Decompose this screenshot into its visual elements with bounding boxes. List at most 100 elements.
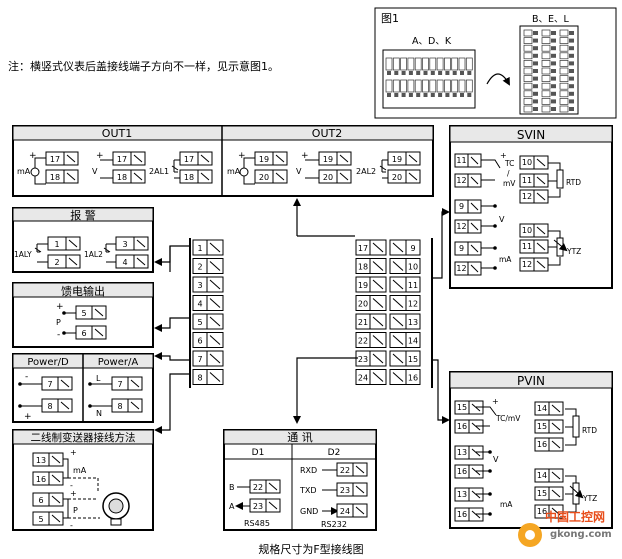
vertical-terminal-block: [523, 29, 574, 113]
svg-text:18: 18: [184, 173, 194, 182]
transmitter-device-icon: [102, 492, 130, 526]
out2-v-wiring: V + 19 20: [296, 151, 352, 184]
svin-terminal: 12: [519, 189, 549, 204]
svg-text:+: +: [56, 302, 64, 312]
svg-text:7: 7: [117, 380, 122, 389]
svg-text:19: 19: [259, 155, 269, 164]
svg-text:23: 23: [340, 486, 350, 495]
svg-text:/: /: [507, 169, 510, 178]
center-right-terminal-b: 15: [389, 350, 421, 367]
svg-text:7: 7: [47, 380, 52, 389]
svg-text:-: -: [25, 372, 28, 382]
svg-text:-: -: [70, 481, 73, 490]
terminal-number: 8: [197, 374, 202, 383]
svin-terminal: 11: [519, 239, 549, 254]
feed-p-label: P: [56, 318, 61, 327]
pvin-rtd-label: RTD: [582, 426, 597, 435]
out2-v-label: V: [296, 167, 302, 176]
pvin-terminal: 14: [534, 401, 564, 416]
svin-terminal: 9: [454, 241, 482, 256]
center-left-terminal: 8: [192, 369, 224, 385]
comm-a-label: A: [229, 502, 235, 511]
terminal-number: 11: [408, 281, 418, 290]
out1-ma-label: mA: [17, 167, 31, 176]
out2-relay-wiring: 2AL2 19 20: [356, 151, 421, 184]
center-right-terminal-a: 21: [355, 313, 387, 330]
terminal-number: 14: [537, 404, 547, 413]
figure-1-label: 图1: [381, 12, 399, 25]
transmitter-terminals: 13 16 6 5: [32, 452, 64, 526]
terminal-number: 12: [456, 176, 466, 185]
terminal-number: 24: [358, 374, 368, 383]
out2-ma-label: mA: [227, 167, 241, 176]
terminal-number: 21: [358, 318, 368, 327]
svg-text:19: 19: [323, 155, 333, 164]
svg-text:1: 1: [54, 240, 59, 249]
terminal-number: 16: [457, 467, 467, 476]
terminal-number: 9: [459, 244, 464, 253]
group-b-label: B、E、L: [532, 14, 570, 25]
terminal-number: 4: [197, 300, 202, 309]
svin-terminal: 12: [519, 257, 549, 272]
comm-gnd-label: GND: [300, 507, 318, 516]
terminal-number: 14: [408, 337, 418, 346]
svg-text:-: -: [70, 521, 73, 530]
terminal-number: 7: [197, 355, 202, 364]
terminal-number: 15: [537, 489, 547, 498]
out2-title: OUT2: [312, 127, 342, 140]
svg-text:3: 3: [122, 240, 127, 249]
connection-lines: [154, 198, 450, 434]
terminal-number: 5: [197, 318, 202, 327]
terminal-number: 9: [410, 244, 415, 253]
out1-title: OUT1: [102, 127, 132, 140]
svg-text:17: 17: [117, 155, 127, 164]
svg-text:8: 8: [117, 402, 122, 411]
terminal-number: 15: [537, 422, 547, 431]
pvin-ytz-label: YTZ: [582, 494, 597, 503]
center-right-terminal-a: 18: [355, 258, 387, 274]
svg-text:16: 16: [36, 475, 46, 484]
center-left-terminal: 7: [192, 350, 224, 367]
svin-terminal: 10: [519, 155, 549, 170]
center-left-terminal: 5: [192, 313, 224, 330]
center-left-terminal: 2: [192, 258, 224, 274]
terminal-number: 13: [457, 448, 467, 457]
svg-text:5: 5: [81, 309, 86, 318]
center-right-terminal-a: 23: [355, 350, 387, 367]
svg-text:4: 4: [122, 258, 127, 267]
svg-text:+: +: [70, 448, 77, 457]
pvin-terminal: 16: [534, 437, 564, 452]
svg-text:+: +: [301, 151, 309, 161]
pvin-terminal: 14: [534, 468, 564, 483]
out1-relay-wiring: 2AL1 17 18: [149, 151, 213, 184]
svin-terminal: 12: [454, 173, 482, 188]
center-right-terminal-b: 11: [389, 276, 421, 293]
center-right-terminal-b: 10: [389, 258, 421, 274]
terminal-number: 2: [197, 263, 202, 272]
terminal-number: 22: [358, 337, 368, 346]
transmitter-ma-label: mA: [73, 466, 87, 475]
svg-text:19: 19: [392, 155, 402, 164]
pvin-v-label: V: [493, 455, 499, 464]
center-right-terminal-b: 14: [389, 332, 421, 348]
figure-1: 图1 A、D、K B、E、L: [374, 7, 617, 119]
horizontal-terminal-block: [385, 57, 473, 97]
svin-terminal: 11: [519, 173, 549, 188]
pvin-terminal: 16: [454, 464, 484, 479]
center-right-terminal-b: 12: [389, 295, 421, 311]
svin-rtd-label: RTD: [566, 178, 581, 187]
svg-text:+: +: [24, 412, 32, 422]
svg-text:+: +: [96, 151, 104, 161]
transmitter-title: 二线制变送器接线方法: [31, 431, 136, 444]
svg-text:+: +: [500, 151, 507, 160]
alarm-title: 报 警: [70, 208, 96, 222]
svg-text:-: -: [57, 330, 60, 340]
svg-text:20: 20: [259, 173, 269, 182]
terminal-number: 12: [456, 264, 466, 273]
note-text: 注：横竖式仪表后盖接线端子方向不一样，见示意图1。: [8, 59, 279, 73]
svin-terminal: 12: [454, 261, 482, 276]
terminal-number: 10: [522, 226, 532, 235]
